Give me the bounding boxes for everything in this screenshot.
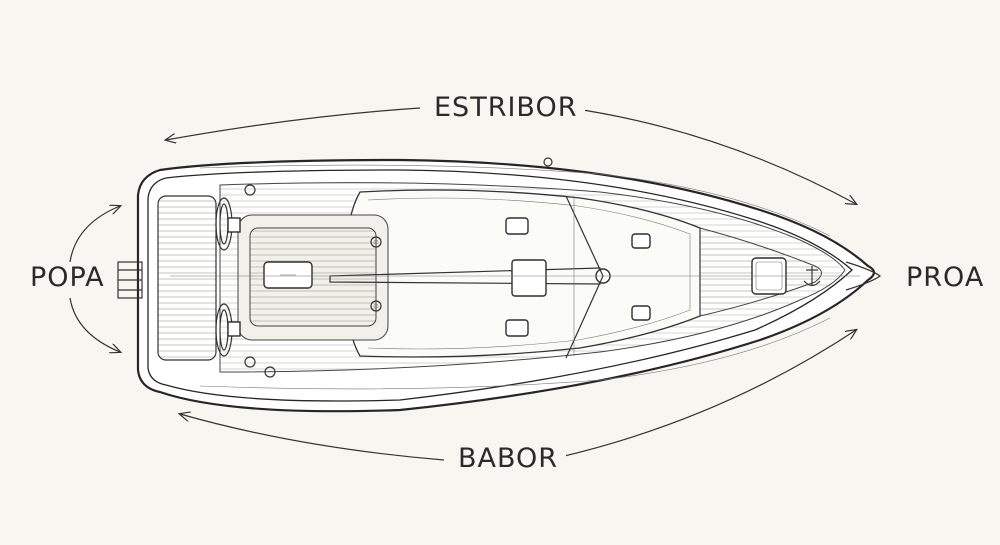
cabin-roof-edge bbox=[367, 197, 691, 350]
winch-icon bbox=[370, 236, 382, 248]
hatch bbox=[505, 319, 529, 337]
hatch bbox=[631, 305, 651, 321]
cockpit-floor bbox=[249, 227, 377, 327]
stern-arrow-down bbox=[69, 297, 120, 352]
stern-platform bbox=[157, 195, 217, 361]
hatch bbox=[505, 217, 529, 235]
port-arrow-aft bbox=[180, 414, 445, 461]
stern-arrow-up bbox=[69, 206, 120, 263]
winch-icon bbox=[264, 366, 276, 378]
starboard-helm bbox=[215, 303, 241, 357]
winch-icon bbox=[543, 157, 553, 167]
starboard-label: ESTRIBOR bbox=[426, 92, 586, 124]
winch-icon bbox=[244, 184, 256, 196]
port-helm bbox=[215, 197, 241, 251]
winch-icon bbox=[244, 356, 256, 368]
hatch bbox=[631, 233, 651, 249]
shroud bbox=[565, 195, 604, 277]
winch-icon bbox=[370, 300, 382, 312]
companionway-hatch bbox=[511, 259, 547, 297]
shroud bbox=[565, 275, 604, 359]
port-arrow-fwd bbox=[555, 330, 856, 459]
stern-label: POPA bbox=[22, 262, 113, 294]
starboard-arrow-fwd bbox=[569, 107, 856, 204]
bow-pulpit bbox=[845, 261, 882, 291]
hull-inner-line bbox=[147, 169, 853, 402]
port-label: BABOR bbox=[450, 443, 567, 475]
starboard-arrow-aft bbox=[166, 107, 421, 140]
bow-label: PROA bbox=[898, 262, 993, 294]
